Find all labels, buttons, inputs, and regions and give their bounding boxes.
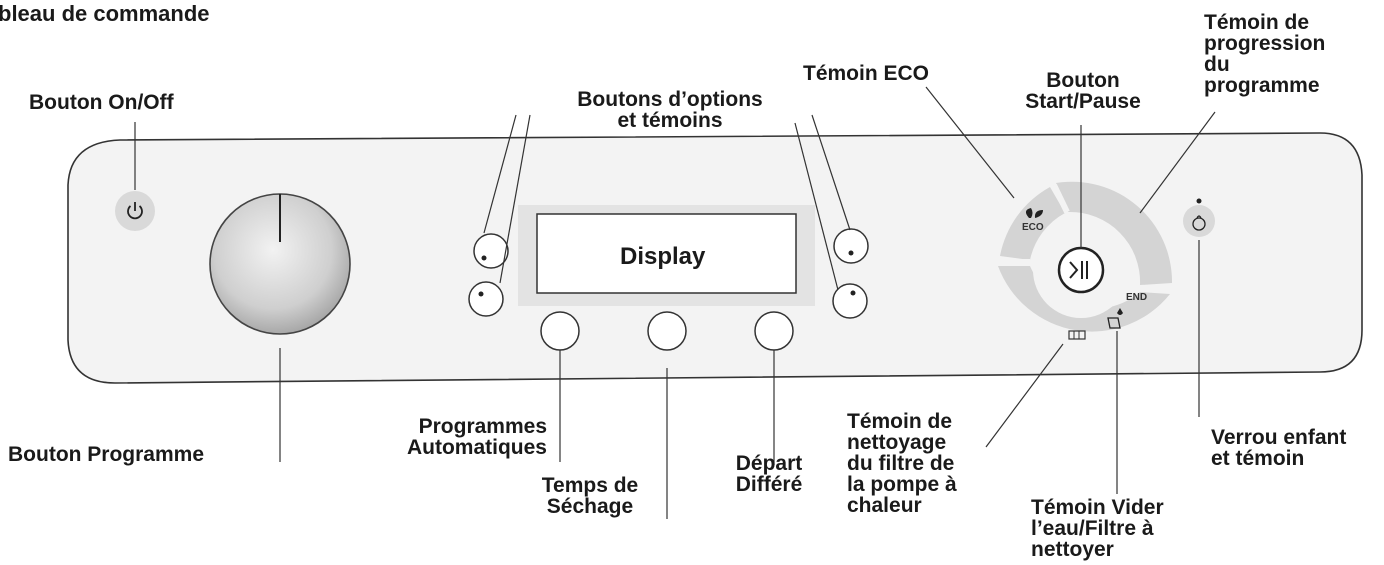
delay-start-button[interactable]: [754, 311, 794, 351]
label-drain-water: Témoin Vider l’eau/Filtre à nettoyer: [1031, 496, 1164, 561]
filter-grid-icon: [1068, 330, 1086, 340]
play-pause-icon: [1069, 261, 1088, 279]
label-start-pause: Bouton Start/Pause: [1025, 69, 1141, 113]
display-text: Display: [620, 243, 706, 270]
start-pause-button[interactable]: [1033, 222, 1129, 318]
page-title: bleau de commande: [0, 1, 210, 26]
option-button-right-top[interactable]: [833, 228, 869, 264]
option-button-left-bottom[interactable]: [468, 281, 504, 317]
power-icon: [127, 202, 143, 220]
label-child-lock: Verrou enfant et témoin: [1211, 426, 1347, 470]
progress-segment-bottom: [998, 266, 1170, 332]
power-button[interactable]: [115, 191, 155, 231]
eco-segment: [1000, 187, 1065, 260]
leader-lines: [134, 86, 1216, 519]
water-drain-icon: [1107, 308, 1123, 329]
label-progress: Témoin de progression du programme: [1204, 11, 1326, 97]
leaf-icon: [1025, 208, 1043, 218]
label-drying-time: Temps de Séchage: [541, 474, 639, 518]
program-knob[interactable]: [209, 193, 351, 335]
label-auto-programs: Programmes Automatiques: [406, 415, 547, 459]
label-options: Boutons d’options et témoins: [577, 88, 763, 132]
label-filter-pump: Témoin de nettoyage du filtre de la pomp…: [847, 410, 957, 517]
drying-time-button[interactable]: [647, 311, 687, 351]
eco-mark: ECO: [1022, 222, 1044, 233]
child-face-icon: [1192, 215, 1206, 231]
option-button-right-bottom[interactable]: [832, 283, 868, 319]
end-mark: END: [1126, 292, 1148, 303]
progress-ring: [998, 181, 1173, 332]
option-button-left-top[interactable]: [473, 233, 509, 269]
child-lock-button[interactable]: [1183, 198, 1215, 238]
progress-segment-top: [1056, 181, 1173, 285]
label-on-off: Bouton On/Off: [29, 91, 174, 114]
label-eco: Témoin ECO: [803, 62, 930, 85]
display-screen: [518, 205, 815, 306]
label-programme: Bouton Programme: [8, 443, 205, 466]
label-delay-start: Départ Différé: [735, 452, 803, 496]
auto-programs-button[interactable]: [540, 311, 580, 351]
